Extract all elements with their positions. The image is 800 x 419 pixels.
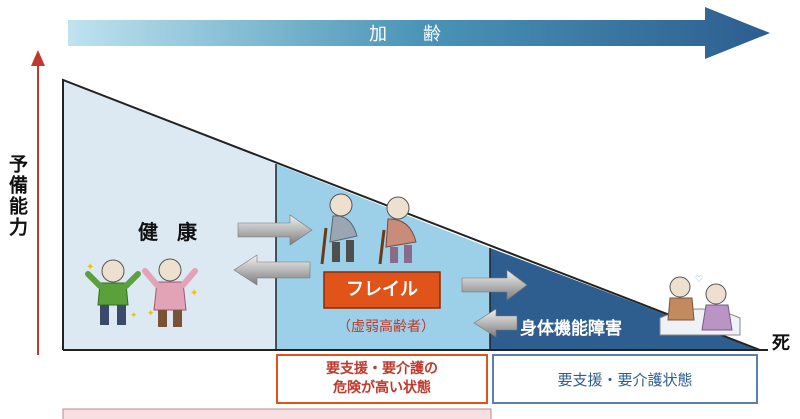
svg-text:✦: ✦ bbox=[147, 309, 155, 319]
frail-risk-line-1: 要支援・要介護の bbox=[326, 361, 438, 377]
stage-label-disabled: 身体機能障害 bbox=[520, 319, 622, 339]
frail-elderly-woman-illustration bbox=[378, 196, 417, 265]
svg-text:✦: ✦ bbox=[86, 262, 94, 273]
caregiving-illustration: ♡ bbox=[659, 275, 741, 336]
frail-risk-box: 要支援・要介護の 危険が高い状態 bbox=[276, 354, 488, 404]
arrow-frail-to-disabled bbox=[461, 269, 528, 301]
svg-text:✦: ✦ bbox=[190, 288, 198, 299]
aging-arrow-label: 加 齢 bbox=[369, 24, 441, 45]
healthy-elderly-woman-illustration: ✦ ✦ bbox=[142, 258, 198, 327]
frail-label-box bbox=[323, 271, 441, 309]
stage-label-healthy: 健 康 bbox=[138, 220, 203, 244]
stage-label-frail: フレイル bbox=[346, 279, 418, 300]
arrow-frail-to-healthy bbox=[233, 254, 311, 286]
healthy-elderly-man-illustration: ✦ ✦ bbox=[85, 259, 141, 325]
svg-text:♡: ♡ bbox=[695, 275, 703, 285]
reserve-capacity-axis-head bbox=[31, 50, 45, 66]
svg-text:✦: ✦ bbox=[130, 311, 138, 321]
frail-elderly-man-illustration bbox=[320, 193, 358, 265]
stage-label-death: 死 bbox=[772, 333, 790, 354]
care-needed-label: 要支援・要介護状態 bbox=[557, 370, 693, 389]
reserve-capacity-axis-label: 予備能力 bbox=[6, 154, 28, 238]
bottom-band bbox=[62, 408, 492, 419]
stage-sublabel-frail: （虚弱高齢者） bbox=[337, 319, 435, 335]
care-needed-box: 要支援・要介護状態 bbox=[492, 354, 758, 404]
arrow-healthy-to-frail bbox=[237, 214, 313, 246]
arrow-disabled-to-frail bbox=[473, 308, 518, 338]
frail-risk-line-2: 危険が高い状態 bbox=[333, 380, 431, 396]
diagram-outline bbox=[62, 78, 761, 351]
aging-arrow bbox=[68, 7, 770, 59]
